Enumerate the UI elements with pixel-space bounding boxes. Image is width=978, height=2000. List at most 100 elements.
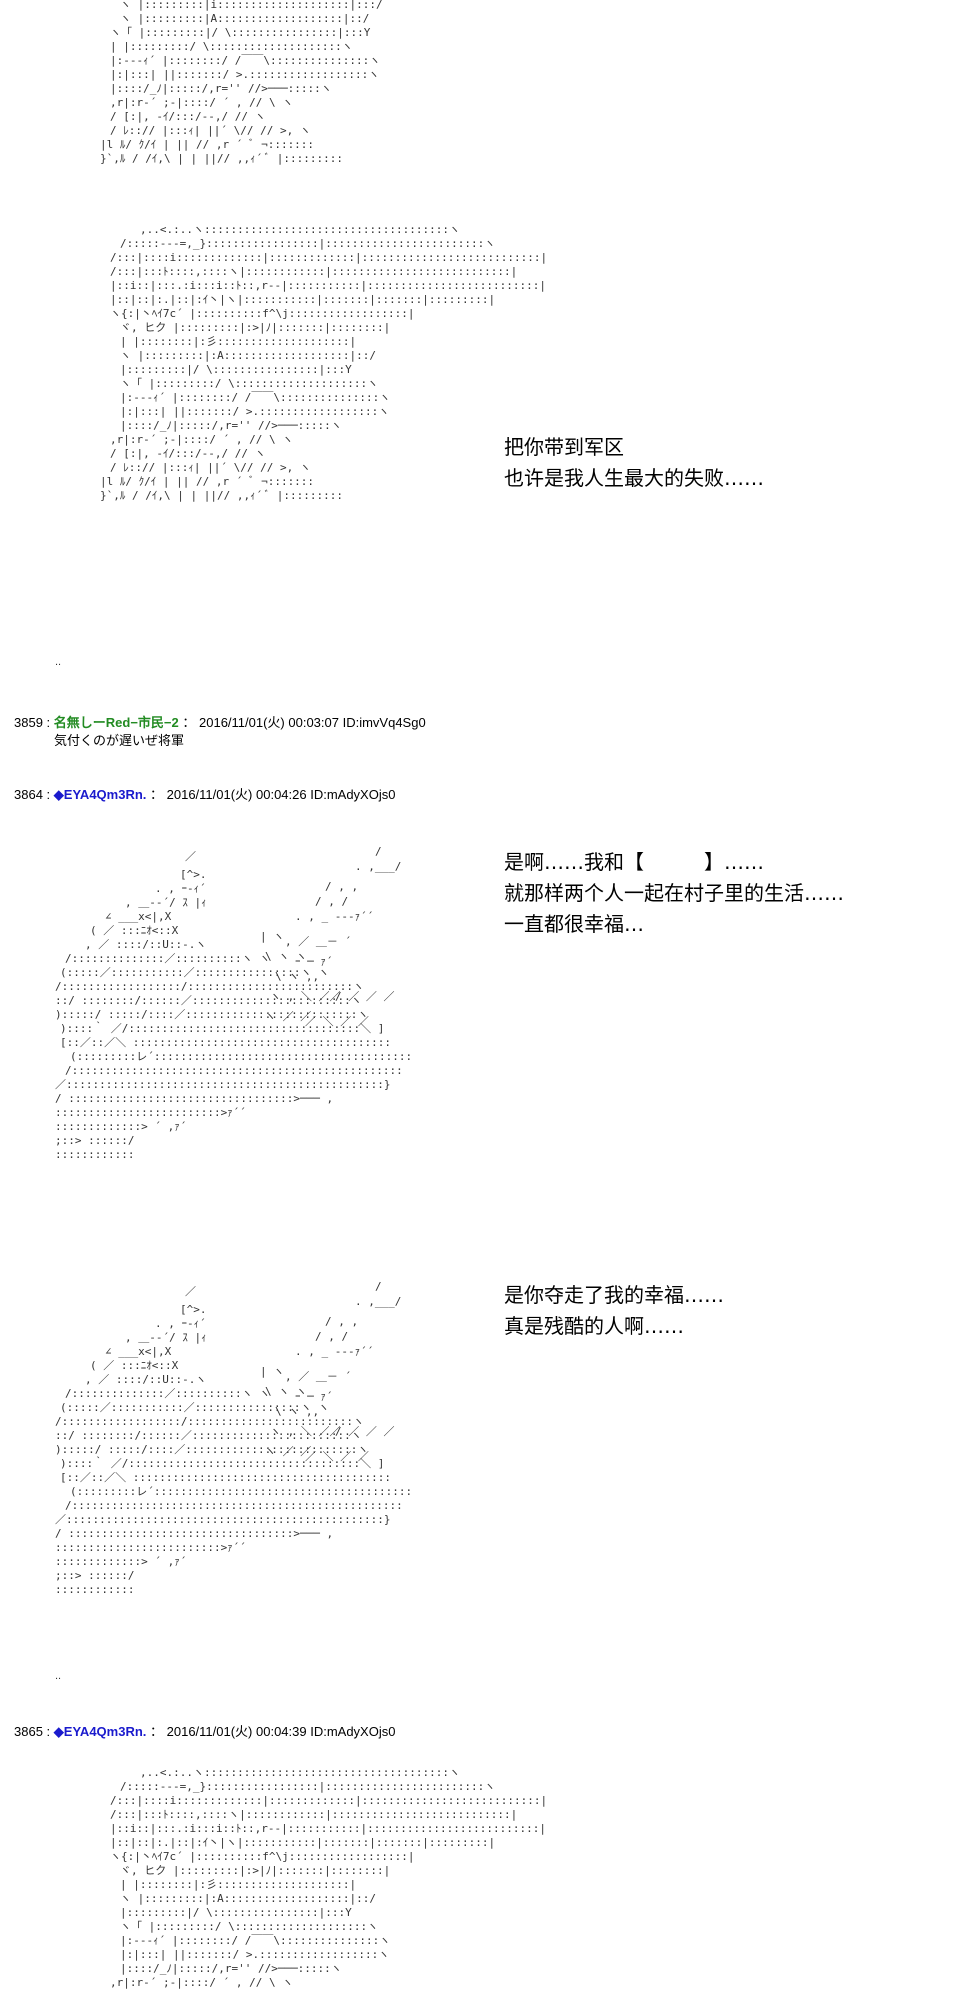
svg-text::::::::::::::> ´ ,ｧ´: :::::::::::::> ´ ,ｧ´ [55,1120,186,1133]
svg-text:|:---ｨ´ |::::::::/ /￣￣\::::::: |:---ｨ´ |::::::::/ /￣￣\:::::::::::::::ヽ [120,390,390,404]
svg-text:ヽ ／ ／: ヽ ／ ／ [265,1445,311,1458]
svg-text:／ ＼ ／ ／: ／ ＼ ／ ／ [305,1450,369,1463]
svg-text::::::::::::::::::::::::::>ｧ´´: :::::::::::::::::::::::::>ｧ´´ [55,1541,246,1554]
svg-text:/:::::::::::::::::::::::::::::: /:::::::::::::::::::::::::::::::::::::::… [65,1064,403,1077]
svg-text:}`,ﾙ / /ｲ,\ | | ||// ,,ｨ´: }`,ﾙ / /ｲ,\ | | ||// ,,ｨ´ ﾞ |::::::::: [100,489,343,502]
svg-text:ヽ |:::::::::|:A::::: ヽ |:::::::::|:A:::::::::::::::::::|::/ [120,1892,376,1905]
svg-text:, ／ ::::/::U::-.ヽ: , ／ ::::/::U::-.ヽ [85,938,206,951]
svg-text:/:::::---=,_}:::::::::::::::::: /:::::---=,_}:::::::::::::::::|:::::::::… [120,237,495,250]
svg-text:(:::::／:::::::::::／:::::::::::: (:::::／:::::::::::／::::::::::::::::ヽ ヽ [60,1401,329,1414]
svg-text:ヽ{:|丶ﾍｲ7c´ |::::::::::f^\j::: ヽ{:|丶ﾍｲ7c´ |::::::::::f^\j::::::::::::::… [110,307,415,320]
svg-text:/ , ,: / , , [325,880,358,893]
svg-text:/ , /: / , / [315,895,348,908]
svg-text:/:::::---=,_}:::::::::::::::::: /:::::---=,_}:::::::::::::::::|:::::::::… [120,1780,495,1793]
poster-name[interactable]: ◆EYA4Qm3Rn. [53,1724,147,1739]
svg-text:|:---ｨ´ |::::::::/ /￣￣\::::::: |:---ｨ´ |::::::::/ /￣￣\:::::::::::::::ヽ [110,53,380,67]
separator-dots: .. [55,656,62,668]
post-number: 3864 : [14,787,51,802]
svg-text:| |::::::::|:彡::::: | |::::::::|:彡::::::::::::::::::::| [120,335,356,348]
svg-text::::::::::::::::::::::::::>ｧ´´: :::::::::::::::::::::::::>ｧ´´ [55,1106,246,1119]
svg-text:, ＿--´/ ｽ |ｨ: , ＿--´/ ｽ |ｨ [125,896,207,909]
svg-text:ヽ「 |:::::::::/ \:::: ヽ「 |:::::::::/ \::::::::::::::::::::ヽ [120,377,378,390]
svg-text:\ ヽ ヽ: \ ヽ ヽ [265,1385,307,1398]
svg-text:)::::｀ ／/:::::::::::::::::::::: )::::｀ ／/:::::::::::::::::::::::::::::::… [60,1455,384,1470]
poster-name[interactable]: 名無しーRed−市民−2 [53,715,179,730]
svg-text:/:::::::::::::::::::::::::::::: /:::::::::::::::::::::::::::::::::::::::… [65,1499,403,1512]
svg-text:ヽ{:|丶ﾍｲ7c´ |::::::::::f^\j::: ヽ{:|丶ﾍｲ7c´ |::::::::::f^\j::::::::::::::… [110,1850,415,1863]
svg-text:::/ ::::::::/::::::／::::::::::: ::/ ::::::::/::::::／::::::::::::::::::::… [55,1429,362,1442]
svg-text:\ ヽ ,,: \ ヽ ,, [275,970,319,983]
svg-text:ヽ「 |:::::::::/ \:::: ヽ「 |:::::::::/ \::::::::::::::::::::ヽ [120,1920,378,1933]
post-header: 3865 : ◆EYA4Qm3Rn. ： 2016/11/01(火) 00:04… [14,1721,395,1740]
svg-text:. ,___/: . ,___/ [355,860,401,873]
svg-text:/::::::::::::::::::/::::::::::: /::::::::::::::::::/::::::::::::::::::::… [55,1415,364,1428]
svg-text:／: ／ [185,850,196,863]
svg-text:,..<.:..ヽ:::::::::::::::::::::: ,..<.:..ヽ:::::::::::::::::::::::::::::::… [140,223,460,236]
svg-text:[::／::／＼ :::::::::::::::::::::: [::／::／＼ :::::::::::::::::::::::::::::::… [60,1471,391,1484]
svg-text:[::／::／＼ :::::::::::::::::::::: [::／::／＼ :::::::::::::::::::::::::::::::… [60,1036,391,1049]
svg-text:ヽ , ＼ ／／: ヽ , ＼ ／／ [270,1425,341,1438]
dialogue-line: 就那样两个人一起在村子里的生活…… [504,881,844,905]
svg-text:. , _ ---ｧ´´: . , _ ---ｧ´´ [295,1345,373,1358]
svg-text:::::::::::::: :::::::::::: [55,1583,134,1596]
svg-text:| |:::::::::/ \::::::::::: | |:::::::::/ \::::::::::::::::::::ヽ [110,40,353,53]
svg-text:):::::/ :::::/::::／:::::::::::: ):::::/ :::::/::::／:::::::::::::::::::::… [55,1008,368,1021]
svg-text:::::::::::::: :::::::::::: [55,1148,134,1161]
dialogue-line: 一直都很幸福… [504,912,644,936]
svg-text:( ／ :::ﾆｵ<::X: ( ／ :::ﾆｵ<::X [90,924,179,937]
svg-text:[^>.: [^>. [180,1303,207,1316]
svg-text:|::::/_ﾉ|:::::/,r='' //>───::: |::::/_ﾉ|:::::/,r='' //>───:::::ヽ [110,82,332,95]
svg-text:ヽ ／ ／: ヽ ／ ／ [265,1010,311,1023]
svg-text:|l ﾙ/ ｸ/ｲ | || // ,r: |l ﾙ/ ｸ/ｲ | || // ,r ´ ﾞ ¬::::::: [100,138,314,151]
svg-text:/ , /: / , / [315,1330,348,1343]
svg-text:| |::::::::|:彡::::: | |::::::::|:彡::::::::::::::::::::| [120,1878,356,1891]
svg-text:;::> ::::::/: ;::> ::::::/ [55,1569,134,1582]
ascii-art-figure-general-top: ヽ |:::::::::|i::::::::::::::::::::|:::/ … [100,0,383,165]
post-number: 3865 : [14,1724,51,1739]
svg-text:(:::::::::レ´::::::::::::::::::: (:::::::::レ´::::::::::::::::::::::::::::… [70,1050,412,1063]
dialogue-block-3: 是你夺走了我的幸福…… 真是残酷的人啊…… [504,1280,724,1342]
dialogue-line: 也许是我人生最大的失败…… [504,466,764,490]
svg-text:/ ﾚ::// |:::ｨ| ||´ \// //: / ﾚ::// |:::ｨ| ||´ \// // >, ヽ [110,461,311,474]
svg-text:)::::｀ ／/:::::::::::::::::::::: )::::｀ ／/:::::::::::::::::::::::::::::::… [60,1020,384,1035]
ascii-art-figure-woman-upper: ／ [^>. . , ｰ-ｨ´ , ＿--´/ ｽ |ｨ ∠ ___x<|,X … [55,845,412,1161]
svg-text:/:::|::::i:::::::::::::|::::::: /:::|::::i:::::::::::::|:::::::::::::|::… [110,1794,547,1807]
svg-text:/:::|:::ﾄ::::,::::ヽ|::::::::::: /:::|:::ﾄ::::,::::ヽ|::::::::::::|:::::::… [110,265,517,278]
svg-text:| ヽ: | ヽ [260,1365,284,1378]
svg-text:/ [:|, -ｲ/:::/--,/ //: / [:|, -ｲ/:::/--,/ // ヽ [110,110,266,123]
post-meta: ： 2016/11/01(火) 00:04:39 ID:mAdyXOjs0 [150,1724,396,1739]
poster-name[interactable]: ◆EYA4Qm3Rn. [53,787,147,802]
svg-text:|:|:::| ||:::::::/ >.::::::: |:|:::| ||:::::::/ >.::::::::::::::::::ヽ [120,1948,389,1961]
svg-text:,r|:r-´ ;-|::::/ ´ , //: ,r|:r-´ ;-|::::/ ´ , // \ ヽ [110,433,293,446]
post-header: 3859 : 名無しーRed−市民−2 ： 2016/11/01(火) 00:0… [14,712,426,731]
post-number: 3859 : [14,715,51,730]
svg-text:|:::::::::|/ \::::::::::::::::: |:::::::::|/ \::::::::::::::::|:::Y [120,363,352,376]
svg-text:|::::/_ﾉ|:::::/,r='' //>───::: |::::/_ﾉ|:::::/,r='' //>───:::::ヽ [120,419,342,432]
svg-text:):::::/ :::::/::::／:::::::::::: ):::::/ :::::/::::／:::::::::::::::::::::… [55,1443,368,1456]
svg-text:／:::::::::::::::::::::::::::::: ／:::::::::::::::::::::::::::::::::::::::… [55,1513,391,1526]
svg-text:ｰ ─ ｧ´: ｰ ─ ｧ´ [295,955,333,968]
svg-text:;::> ::::::/: ;::> ::::::/ [55,1134,134,1147]
svg-text:／: ／ [185,1285,196,1298]
svg-text:ヾ, ヒク |:::::::::|:>|ﾉ|:::: ヾ, ヒク |:::::::::|:>|ﾉ|:::::::|::::::::| [120,1864,390,1877]
svg-text:|:|:::| ||:::::::/ >.::::::: |:|:::| ||:::::::/ >.::::::::::::::::::ヽ [110,68,379,81]
svg-text:[^>.: [^>. [180,868,207,881]
svg-text:. , _ ---ｧ´´: . , _ ---ｧ´´ [295,910,373,923]
svg-text:/: / [375,1280,382,1293]
svg-text:,r|:r-´ ;-|::::/ ´ , //: ,r|:r-´ ;-|::::/ ´ , // \ ヽ [110,1976,293,1989]
post-meta: ： 2016/11/01(火) 00:04:26 ID:mAdyXOjs0 [150,787,396,802]
svg-text:/ ／ ／ ／: / ／ ／ ／ [335,990,395,1003]
svg-text:, ／ ＿－ ´: , ／ ＿－ ´ [285,1370,351,1383]
svg-text:,r|:r-´ ;-|::::/ ´ , //: ,r|:r-´ ;-|::::/ ´ , // \ ヽ [110,96,293,109]
svg-text:\ ヽ ,,: \ ヽ ,, [275,1405,319,1418]
ascii-art-figure-general-middle: ,..<.:..ヽ:::::::::::::::::::::::::::::::… [100,223,547,502]
svg-text:|l ﾙ/ ｸ/ｲ | || // ,r: |l ﾙ/ ｸ/ｲ | || // ,r ´ ﾞ ¬::::::: [100,475,314,488]
separator-dots: .. [55,1670,62,1682]
svg-text:/ [:|, -ｲ/:::/--,/ //: / [:|, -ｲ/:::/--,/ // ヽ [110,447,266,460]
dialogue-block-2: 是啊……我和【 】…… 就那样两个人一起在村子里的生活…… 一直都很幸福… [504,847,844,940]
svg-text:|::i::|:::.:i:::i::ﾄ::,r--|:::: |::i::|:::.:i:::i::ﾄ::,r--|:::::::::::|:… [110,279,546,292]
svg-text:/ ﾚ::// |:::ｨ| ||´ \// //: / ﾚ::// |:::ｨ| ||´ \// // >, ヽ [110,124,311,137]
svg-text:/::::::::::::::::::/::::::::::: /::::::::::::::::::/::::::::::::::::::::… [55,980,364,993]
svg-text:/:::|::::i:::::::::::::|::::::: /:::|::::i:::::::::::::|:::::::::::::|::… [110,251,547,264]
svg-text:/ ::::::::::::::::::::::::::::: / ::::::::::::::::::::::::::::::::::>───… [55,1092,333,1105]
